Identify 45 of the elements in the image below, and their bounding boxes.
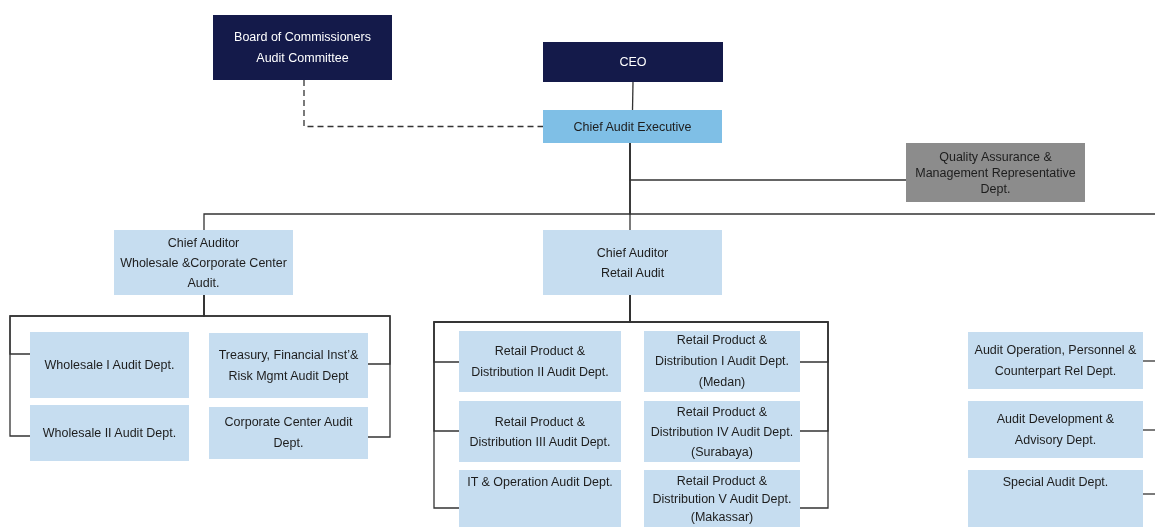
position-title: Retail Product & Distribution II Audit Dept. (470, 342, 610, 381)
position-box (906, 143, 1085, 202)
position-title: Retail Product & Distribution IV Audit Dept. (Surabaya) (649, 403, 795, 461)
position-title: CEO (619, 54, 647, 71)
position-title: Chief Auditor (167, 234, 240, 252)
position-title: Treasury, Financial Inst’& Risk Mgmt Audit Dept (217, 346, 360, 385)
connector-line (1142, 360, 1155, 362)
position-title: Wholesale I Audit Dept. (44, 356, 175, 374)
position-box (209, 407, 368, 459)
position-box (459, 401, 621, 462)
position-title: Wholesale II Audit Dept. (42, 424, 177, 442)
position-box (213, 15, 392, 80)
position-title: Retail Product & Distribution V Audit Dept. (Makassar) (651, 472, 793, 526)
position-title: Retail Audit (600, 264, 665, 282)
position-box (459, 331, 621, 392)
position-box (968, 401, 1143, 458)
position-title: IT & Operation Audit Dept. (467, 474, 613, 491)
position-title: Chief Audit Executive (573, 118, 692, 136)
position-title: Special Audit Dept. (1002, 474, 1109, 491)
position-box (114, 230, 293, 295)
position-title: Audit Development & Advisory Dept. (995, 410, 1116, 449)
position-box (209, 333, 368, 398)
connector-line (1142, 493, 1155, 495)
position-title: Chief Auditor (596, 244, 669, 262)
position-box (543, 110, 722, 143)
position-title: Board of Commissioners (234, 28, 371, 46)
position-box (968, 470, 1143, 527)
position-box (459, 470, 621, 527)
position-title: Wholesale &Corporate Center Audit. (119, 254, 288, 292)
position-title: Corporate Center Audit Dept. (223, 414, 354, 452)
connector-line (629, 142, 1155, 215)
connector-line (203, 294, 391, 438)
position-box (30, 405, 189, 461)
position-title: Retail Product & Distribution III Audit Dept. (468, 413, 612, 451)
position-box (543, 42, 723, 82)
position-title: Audit Operation, Personnel & Counterpart Rel Dept. (973, 341, 1138, 380)
position-box (30, 332, 189, 398)
position-box (543, 230, 722, 295)
position-title: Audit Committee (256, 49, 349, 67)
position-title: Retail Product & Distribution I Audit Dept. (Medan) (653, 332, 791, 391)
position-box (968, 332, 1143, 389)
connector-line (631, 81, 634, 111)
dashed-connector (303, 79, 544, 128)
position-title: Quality Assurance & Management Representative Dept. (914, 148, 1077, 197)
connector-line (1142, 429, 1155, 431)
